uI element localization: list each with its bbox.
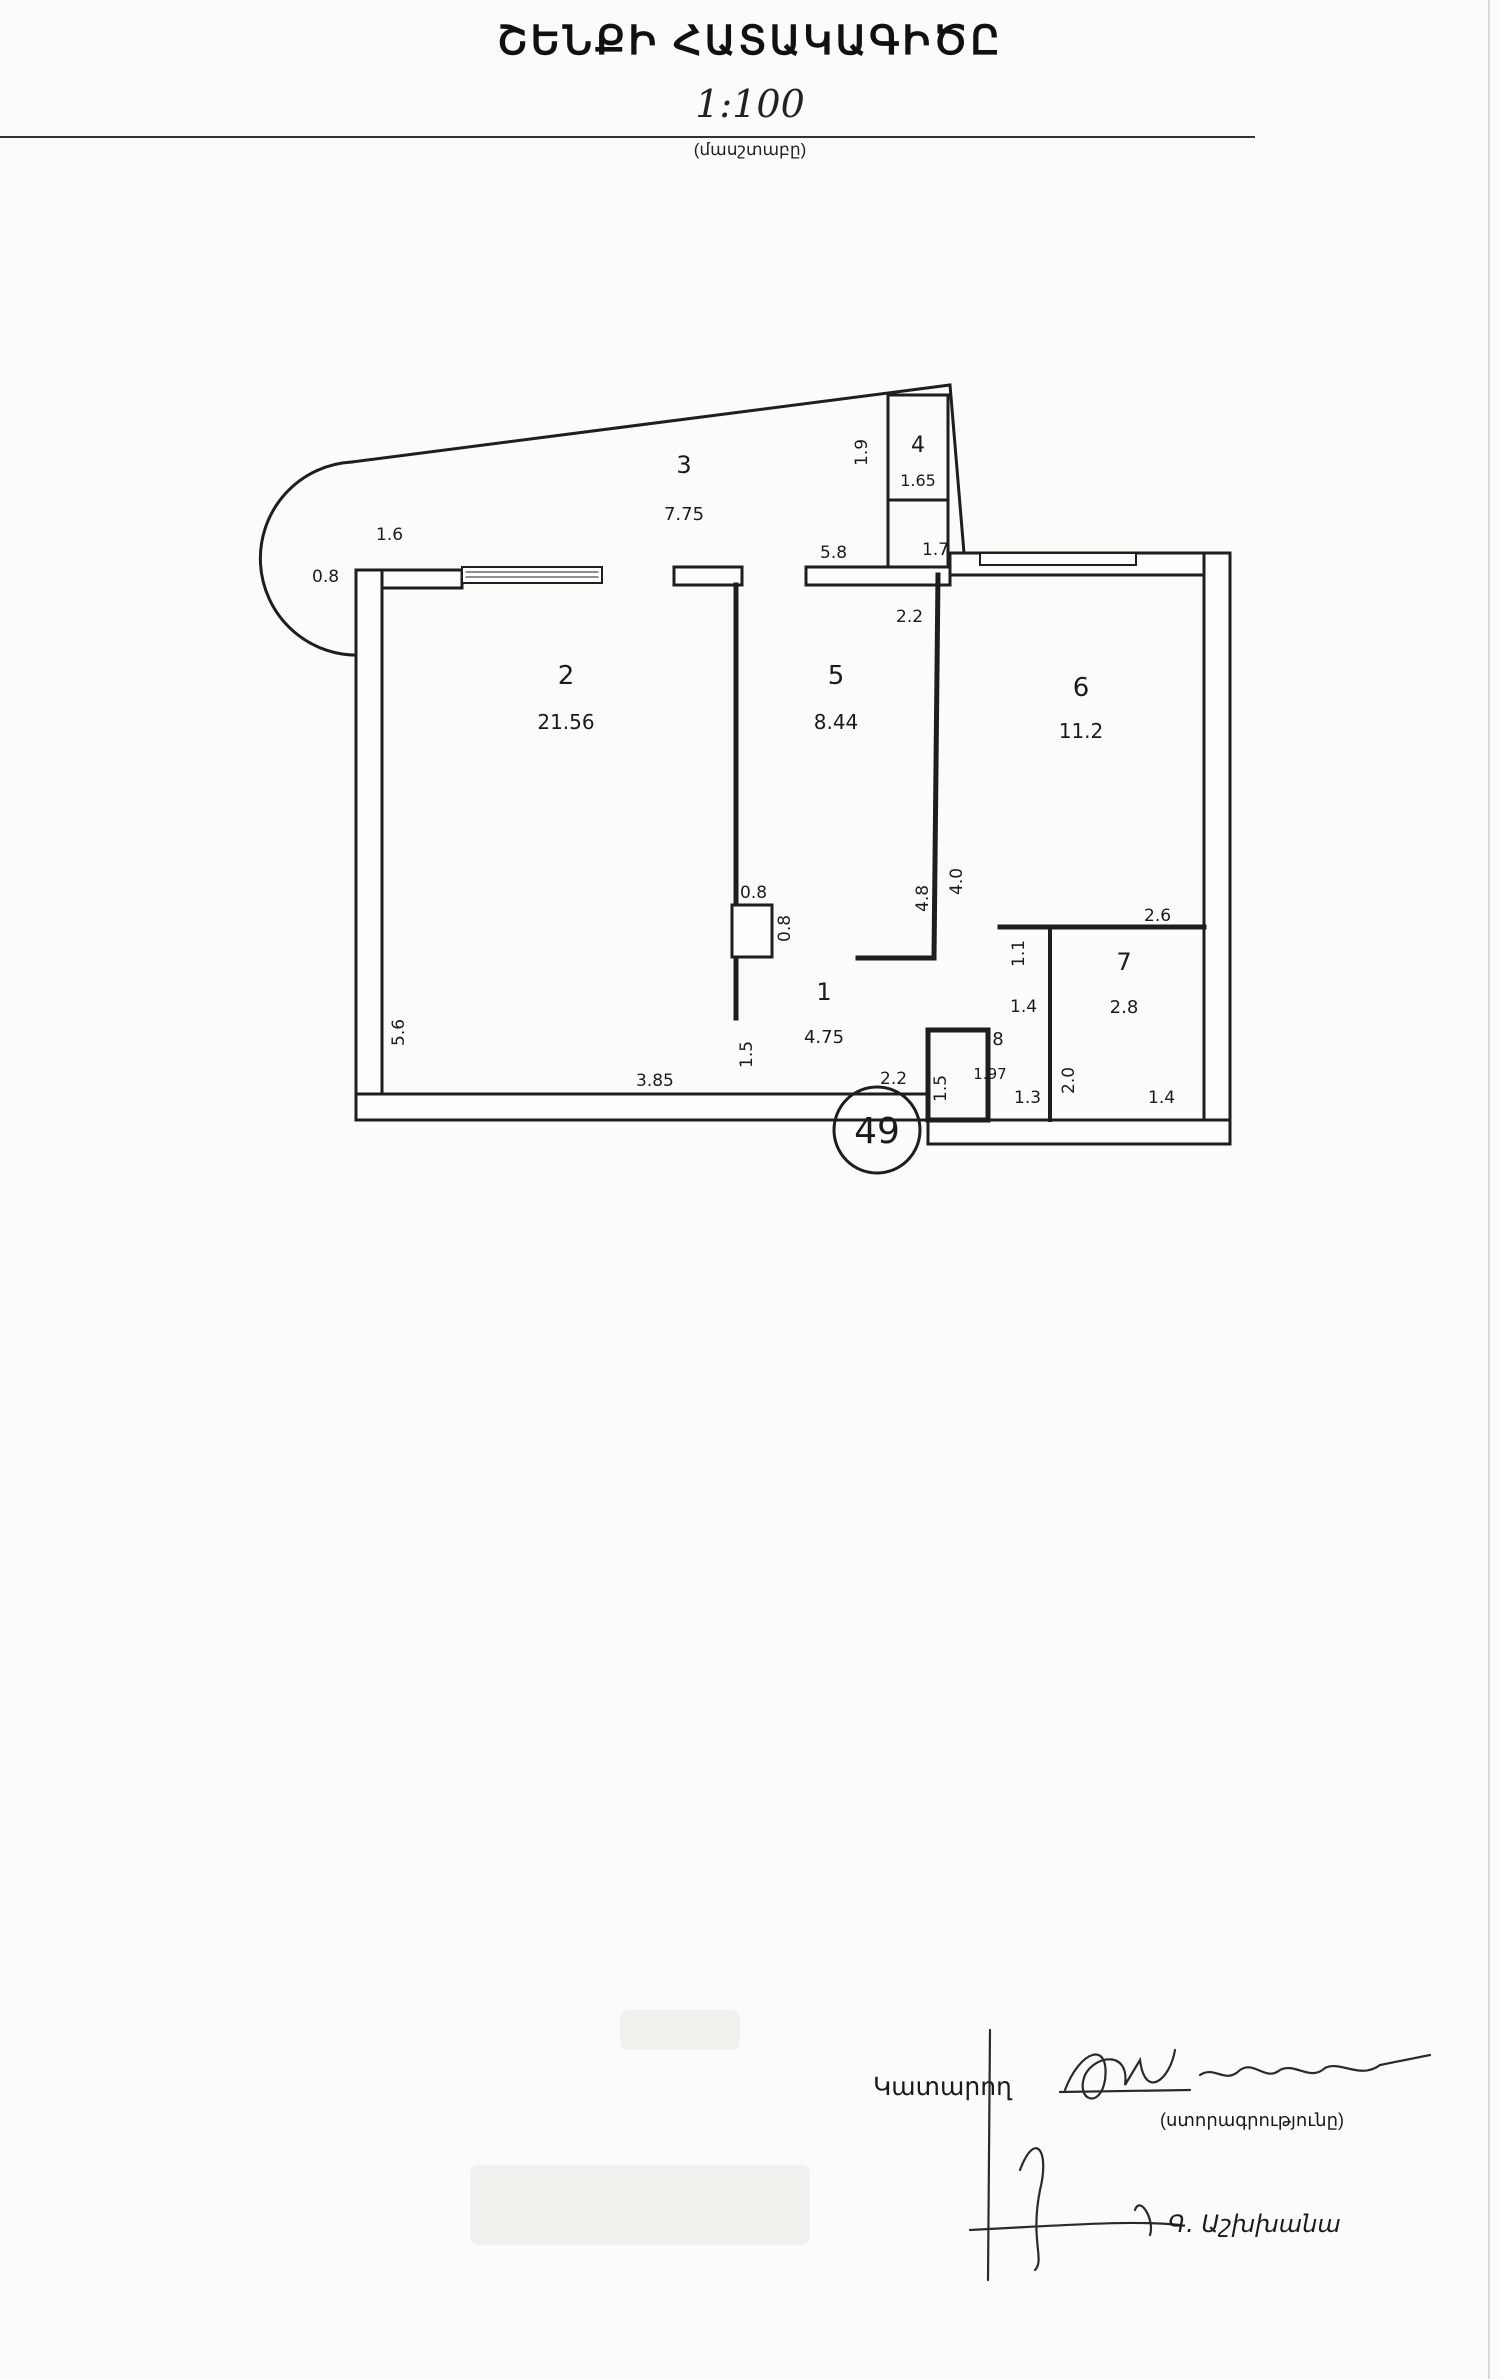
header-rule: [0, 136, 1255, 138]
scan-smudge: [470, 2165, 810, 2245]
room-5-area: 8.44: [814, 710, 859, 734]
floor-plan: 3 7.75 4 1.65 2 21.56 5 8.44 6 11.2 7 2.…: [258, 383, 1232, 1175]
signature-caption: (ստորագրությունը): [1160, 2110, 1344, 2130]
window-room-2: [461, 566, 603, 584]
dimension-label: 1.5: [931, 1075, 951, 1102]
room-6-number: 6: [1073, 673, 1090, 703]
room-5-number: 5: [828, 661, 845, 691]
dimension-label: 4.0: [947, 868, 967, 895]
room-2-area: 21.56: [537, 710, 594, 734]
document-title: ՇԵՆՔԻ ՀԱՏԱԿԱԳԻԾԸ: [497, 19, 1003, 63]
room-1-area: 4.75: [804, 1027, 844, 1048]
scan-smudge: [620, 2010, 740, 2050]
wall-room-6-right: [1202, 551, 1232, 1145]
dimension-label: 0.8: [740, 883, 767, 903]
dimension-label: 1.4: [1148, 1088, 1175, 1108]
wall-outer-top-left: [380, 568, 464, 590]
dimension-label: 1.1: [1009, 940, 1029, 967]
dimension-label: 1.6: [376, 525, 403, 545]
room-2-number: 2: [558, 661, 575, 691]
dimension-label: 0.8: [775, 915, 795, 942]
room-4-area: 1.65: [900, 471, 936, 490]
duct: [730, 903, 774, 959]
room-7-number: 7: [1116, 948, 1131, 976]
room-8-box: [925, 1027, 991, 1123]
scale-caption: (մասշտաբը): [693, 140, 807, 159]
room-3-area: 7.75: [664, 504, 704, 525]
page-edge: [1488, 0, 1490, 2379]
dimension-label: 2.2: [896, 607, 923, 627]
room-1-number: 1: [816, 978, 831, 1006]
room-8-area: 1.97: [973, 1065, 1006, 1083]
dimension-label: 1.9: [852, 439, 872, 466]
dimension-label: 2.0: [1059, 1067, 1079, 1094]
room-4-number: 4: [911, 433, 925, 458]
room-6-area: 11.2: [1059, 719, 1104, 743]
wall-pier: [672, 565, 744, 587]
signer-name: Գ. Աշխխանա: [1168, 2210, 1341, 2238]
dimension-label: 3.85: [636, 1071, 674, 1091]
balcony-outline: [350, 383, 967, 567]
apartment-badge: 49: [854, 1111, 900, 1152]
wall-top-mid: [804, 565, 952, 587]
dimension-label: 1.3: [1014, 1088, 1041, 1108]
room-3-number: 3: [676, 451, 691, 479]
balcony-arc: [258, 460, 364, 657]
dimension-label: 0.8: [312, 567, 339, 587]
scale-value: 1:100: [695, 82, 805, 126]
dimension-label: 5.8: [820, 543, 847, 563]
dimension-label: 1.5: [737, 1041, 757, 1068]
dimension-label: 1.4: [1010, 997, 1037, 1017]
window-room-6: [979, 552, 1137, 566]
dimension-label: 1.7: [922, 540, 949, 560]
dimension-label: 5.6: [389, 1019, 409, 1046]
dimension-label: 2.2: [880, 1069, 907, 1089]
dimension-label: 2.6: [1144, 906, 1171, 926]
apartment-badge-circle: [832, 1085, 922, 1175]
room-8-number: 8: [992, 1029, 1003, 1050]
wall-bottom-right: [926, 1118, 1232, 1146]
wall-outer-bottom: [354, 1092, 930, 1122]
closet-4: [886, 393, 950, 569]
partition-room-5: [931, 572, 941, 961]
dimension-label: 4.8: [913, 885, 933, 912]
room-7-area: 2.8: [1110, 997, 1139, 1018]
handwritten-signature: Գ. Աշխխանա: [968, 2028, 1432, 2282]
wall-outer-left: [354, 568, 384, 1122]
